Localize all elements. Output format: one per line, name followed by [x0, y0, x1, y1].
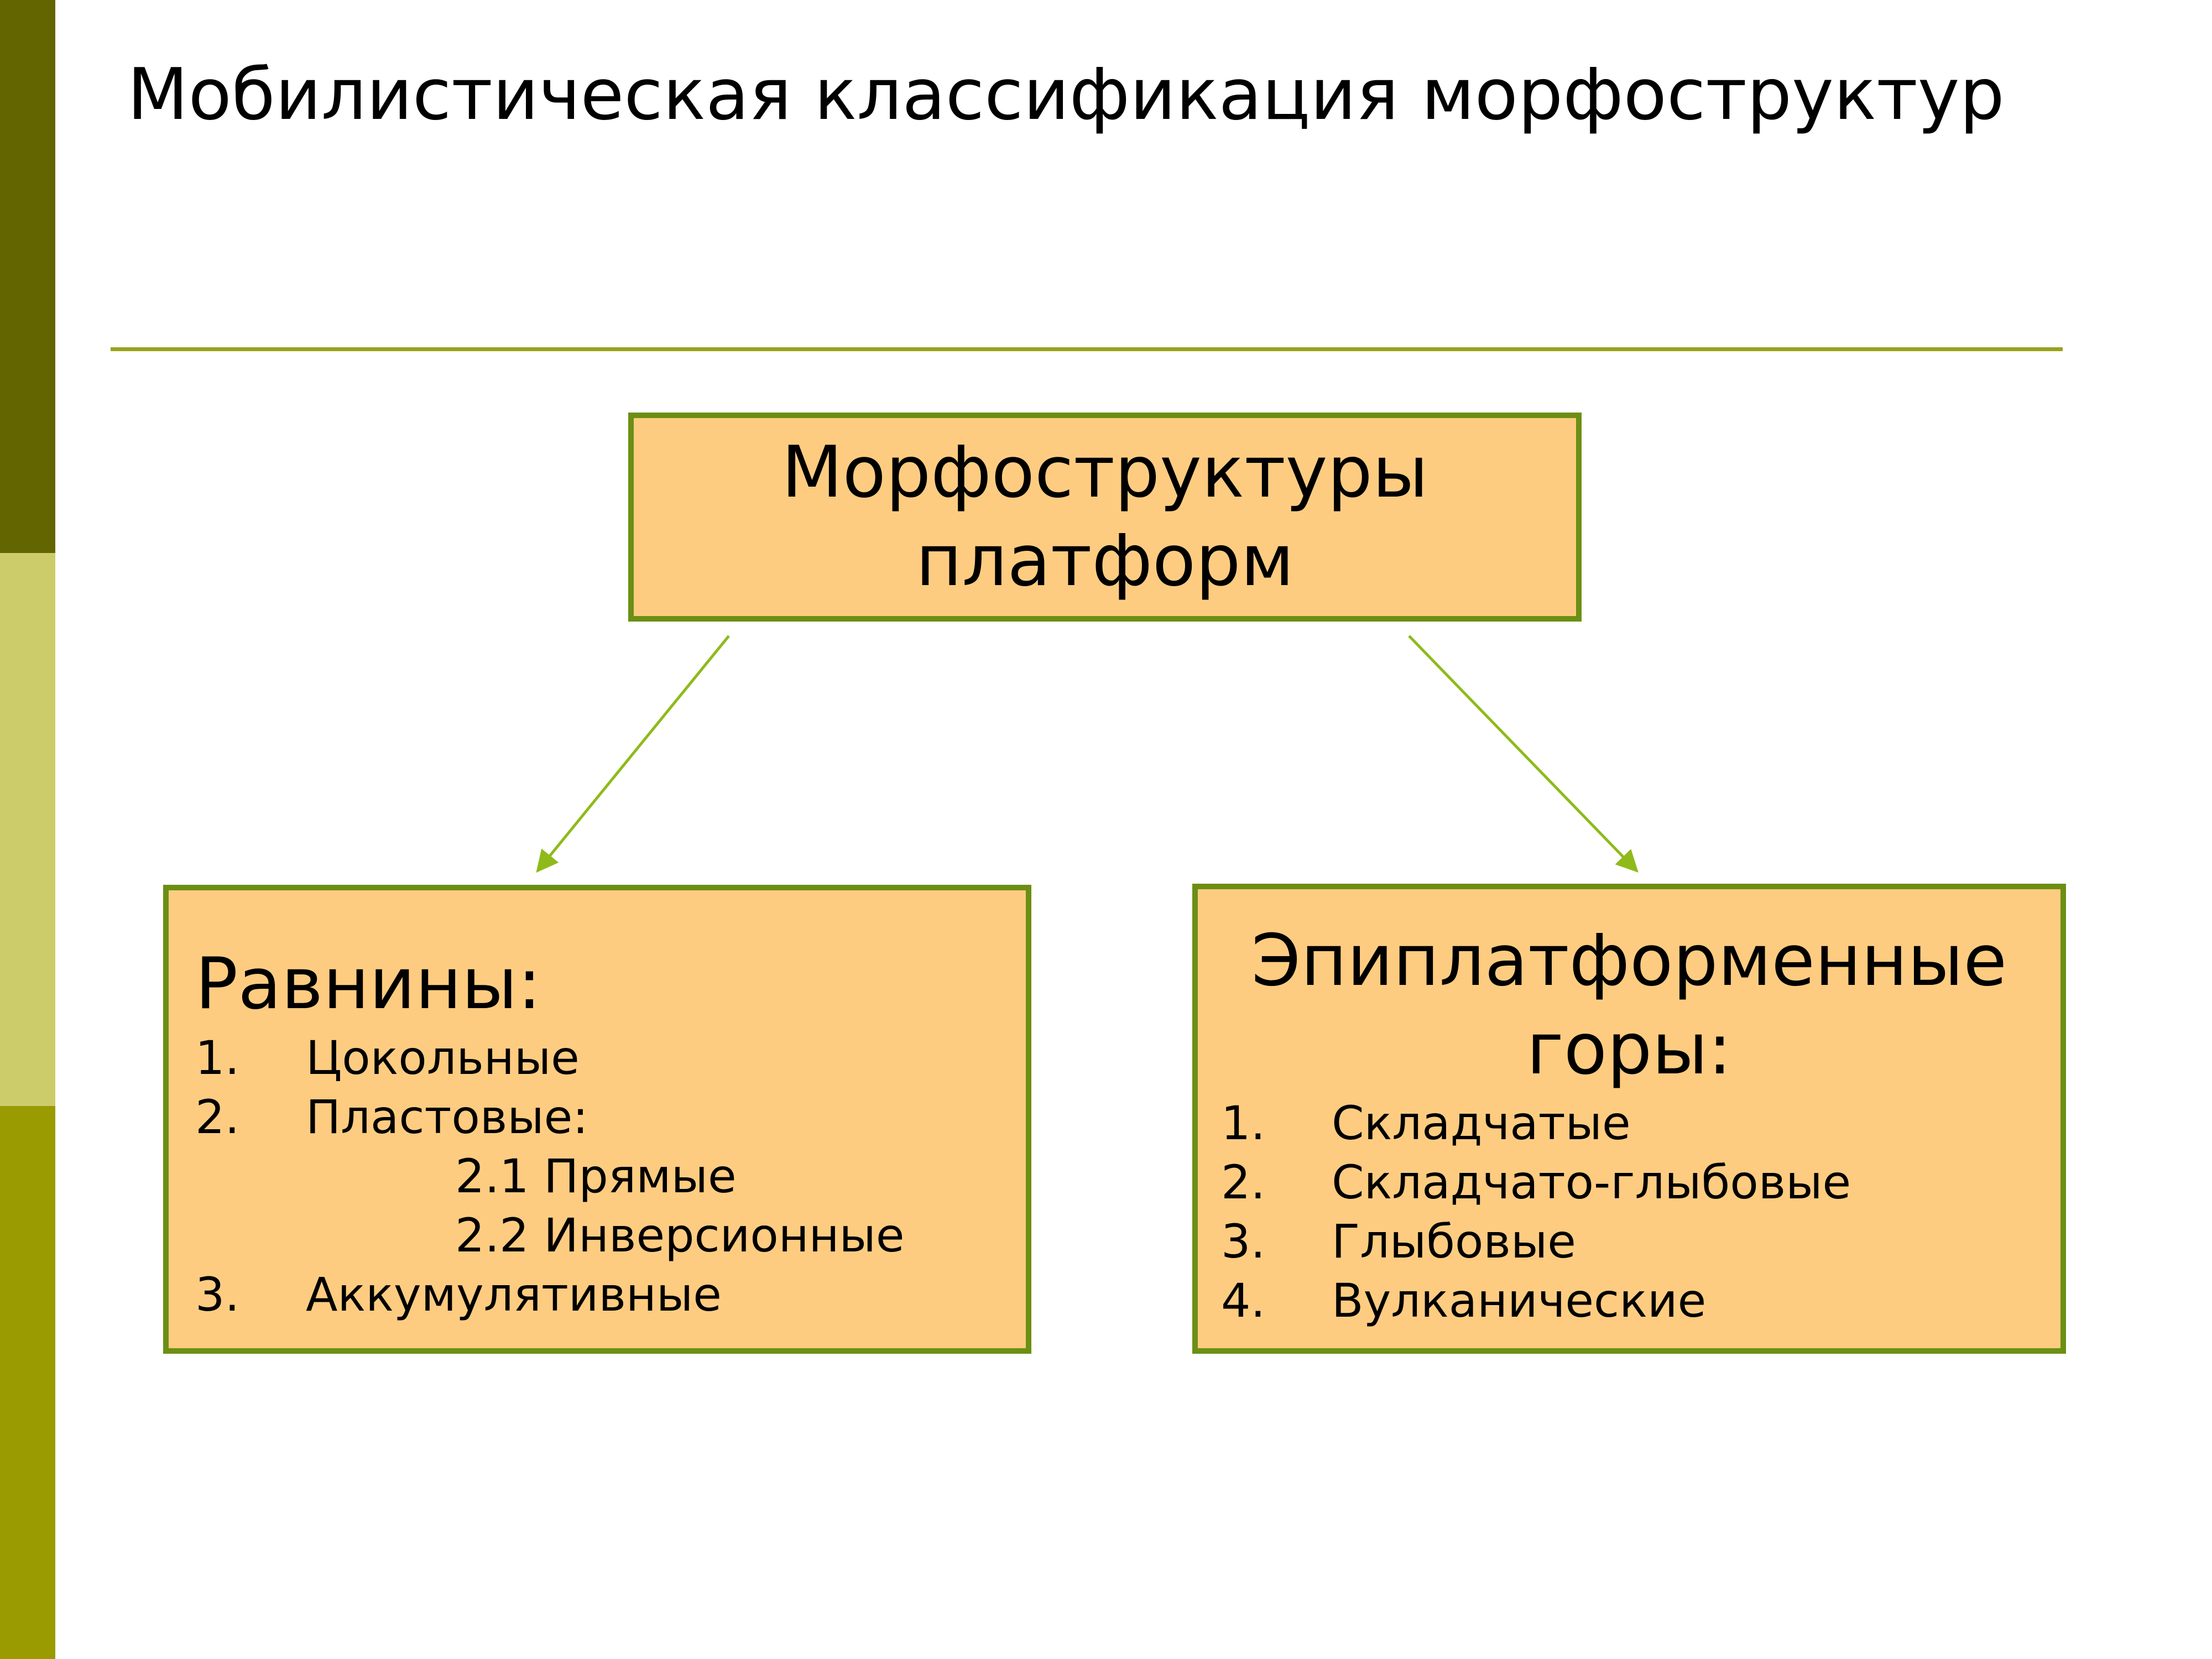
list-text: Вулканические [1332, 1274, 1707, 1328]
list-number: 3. [195, 1267, 240, 1322]
list-number: 1. [195, 1031, 240, 1085]
root-node-label: Морфоструктуры платформ [781, 431, 1428, 602]
list-item: 3. Глыбовые [1221, 1212, 2060, 1271]
plains-heading: Равнины: [195, 943, 541, 1025]
list-subitem: 2.2 Инверсионные [455, 1208, 905, 1262]
list-text: Складчатые [1332, 1096, 1631, 1150]
list-number: 2. [1221, 1155, 1266, 1209]
list-number: 4. [1221, 1274, 1266, 1328]
list-text: Глыбовые [1332, 1214, 1576, 1269]
plains-list: 1. Цокольные 2. Пластовые: 2.1 Прямые 2.… [195, 1029, 1026, 1324]
list-item: 2. Пластовые: [195, 1088, 1026, 1147]
list-item: 2. Складчато-глыбовые [1221, 1153, 2060, 1212]
mountains-node: Эпиплатформенные горы: 1. Складчатые 2. … [1192, 884, 2066, 1354]
list-text: Складчато-глыбовые [1332, 1155, 1851, 1209]
list-text: Цокольные [306, 1031, 580, 1085]
list-item: 3. Аккумулятивные [195, 1265, 1026, 1324]
title-divider [111, 347, 2063, 351]
sidebar-segment-light [0, 553, 55, 1106]
slide-title: Мобилистическая классификация морфострук… [127, 54, 2005, 136]
list-number: 1. [1221, 1096, 1266, 1150]
list-item: 4. Вулканические [1221, 1271, 2060, 1331]
sidebar-segment-dark [0, 0, 55, 553]
mountains-list: 1. Складчатые 2. Складчато-глыбовые 3. Г… [1221, 1094, 2060, 1331]
list-number: 3. [1221, 1214, 1266, 1269]
list-subitem: 2.1 Прямые [455, 1149, 737, 1203]
list-text: Аккумулятивные [306, 1267, 722, 1322]
arrow-to-mountains [1408, 635, 1639, 873]
list-number: 2. [195, 1090, 240, 1144]
list-text: Пластовые: [306, 1090, 588, 1144]
plains-node: Равнины: 1. Цокольные 2. Пластовые: 2.1 … [163, 885, 1031, 1354]
mountains-heading: Эпиплатформенные горы: [1251, 920, 2007, 1091]
list-item: 1. Цокольные [195, 1029, 1026, 1088]
list-item: 1. Складчатые [1221, 1094, 2060, 1153]
root-node: Морфоструктуры платформ [628, 413, 1582, 622]
arrow-to-plains [536, 635, 730, 873]
sidebar-segment-mid [0, 1106, 55, 1659]
